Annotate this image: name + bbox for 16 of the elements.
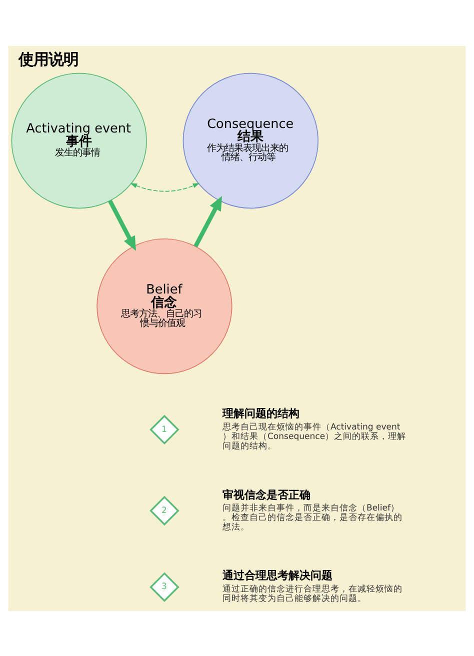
node-circle: Consequence 结果 作为结果表现出来的情绪、行动等: [182, 72, 318, 208]
node-label: 思考自己现在烦恼的事件（Activating event）和结果（Consequence）之间的联系，理解问题的结构。: [222, 422, 406, 451]
node-diamond: 2: [150, 495, 180, 526]
node-label: 理解问题的结构: [222, 406, 300, 420]
arrow: [130, 182, 200, 192]
arrow: [108, 199, 136, 250]
arrow: [194, 196, 222, 247]
node-circle: Activating event 事件 发生的事情: [11, 72, 147, 208]
node-label: 审视信念是否正确: [222, 488, 310, 501]
node-diamond: 1: [150, 414, 180, 444]
node-diamond: 3: [150, 572, 180, 602]
node-label: 通过正确的信念进行合理思考，在减轻烦恼的同时将其变为自己能够解决的问题。: [222, 584, 402, 604]
node-circle: Belief 信念 思考方法、自己的习惯与价值观: [96, 238, 232, 374]
node-label: 通过合理思考解决问题: [222, 568, 332, 582]
diagram-title: 使用说明: [18, 50, 79, 68]
node-label: 问题并非来自事件，而是来自信念（Belief）。检查自己的信念是否正确，是否存在偏执的想法。: [222, 503, 402, 532]
